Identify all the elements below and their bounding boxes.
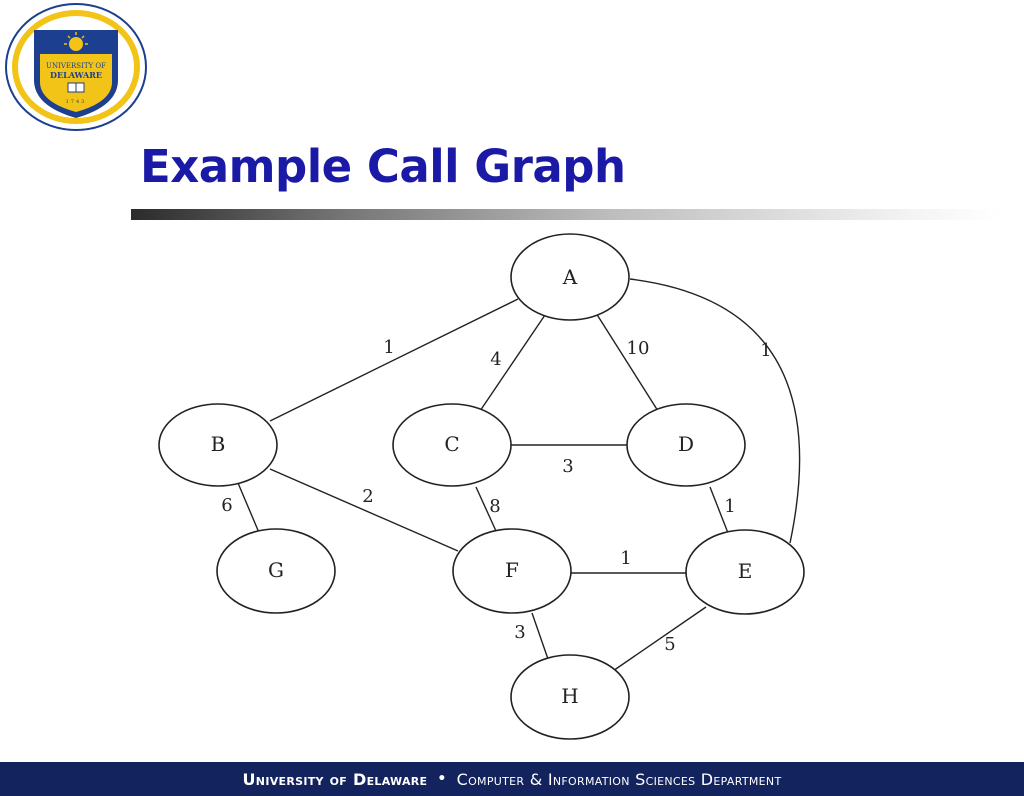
weight-c-f: 8	[489, 496, 500, 517]
page-title: Example Call Graph	[140, 140, 626, 193]
node-f	[452, 528, 572, 614]
footer-bar: University of Delaware • Computer & Info…	[0, 762, 1024, 796]
edge-a-d	[595, 312, 659, 412]
logo-text-top: UNIVERSITY OF	[46, 62, 106, 70]
university-seal-icon: UNIVERSITY OF DELAWARE 1743	[5, 3, 147, 131]
edge-b-g	[237, 482, 261, 536]
node-e-label: E	[738, 559, 753, 583]
edge-a-b	[269, 298, 519, 422]
node-b	[158, 403, 278, 487]
footer-university: University of Delaware	[242, 769, 428, 789]
university-logo: UNIVERSITY OF DELAWARE 1743	[4, 2, 148, 132]
node-a	[510, 233, 630, 321]
weight-c-d: 3	[562, 456, 573, 477]
node-b-label: B	[211, 432, 226, 456]
node-d	[626, 403, 746, 487]
weight-e-h: 5	[664, 634, 675, 655]
title-divider	[131, 209, 1001, 220]
edge-a-c	[479, 314, 546, 412]
weight-b-g: 6	[221, 495, 232, 516]
edge-c-f	[475, 486, 497, 532]
weight-a-d: 10	[627, 338, 650, 359]
call-graph-diagram: A B C D E F G H 1 4 10 1 3 6 2 8 1 1 3 5	[158, 233, 805, 740]
weight-f-h: 3	[514, 622, 525, 643]
logo-text-main: DELAWARE	[50, 70, 102, 80]
node-a-label: A	[562, 265, 578, 289]
weight-f-e: 1	[620, 548, 631, 569]
node-g-label: G	[268, 558, 284, 582]
node-h	[510, 654, 630, 740]
weight-a-e: 1	[760, 340, 771, 361]
edge-a-e	[629, 278, 801, 544]
node-h-label: H	[561, 684, 578, 708]
footer-separator: •	[437, 771, 447, 787]
weight-a-c: 4	[490, 349, 501, 370]
node-e	[685, 529, 805, 615]
edge-b-f	[269, 468, 459, 552]
weight-b-f: 2	[362, 486, 373, 507]
node-c	[392, 403, 512, 487]
weight-d-e: 1	[724, 496, 735, 517]
footer-department: Computer & Information Sciences Departme…	[456, 769, 782, 789]
weight-a-b: 1	[383, 337, 394, 358]
logo-year: 1743	[66, 99, 87, 105]
node-d-label: D	[678, 432, 694, 456]
node-g	[216, 528, 336, 614]
node-c-label: C	[444, 432, 459, 456]
edge-d-e	[709, 486, 729, 534]
node-f-label: F	[505, 558, 519, 582]
edge-f-h	[531, 612, 549, 660]
edge-e-h	[609, 606, 707, 674]
